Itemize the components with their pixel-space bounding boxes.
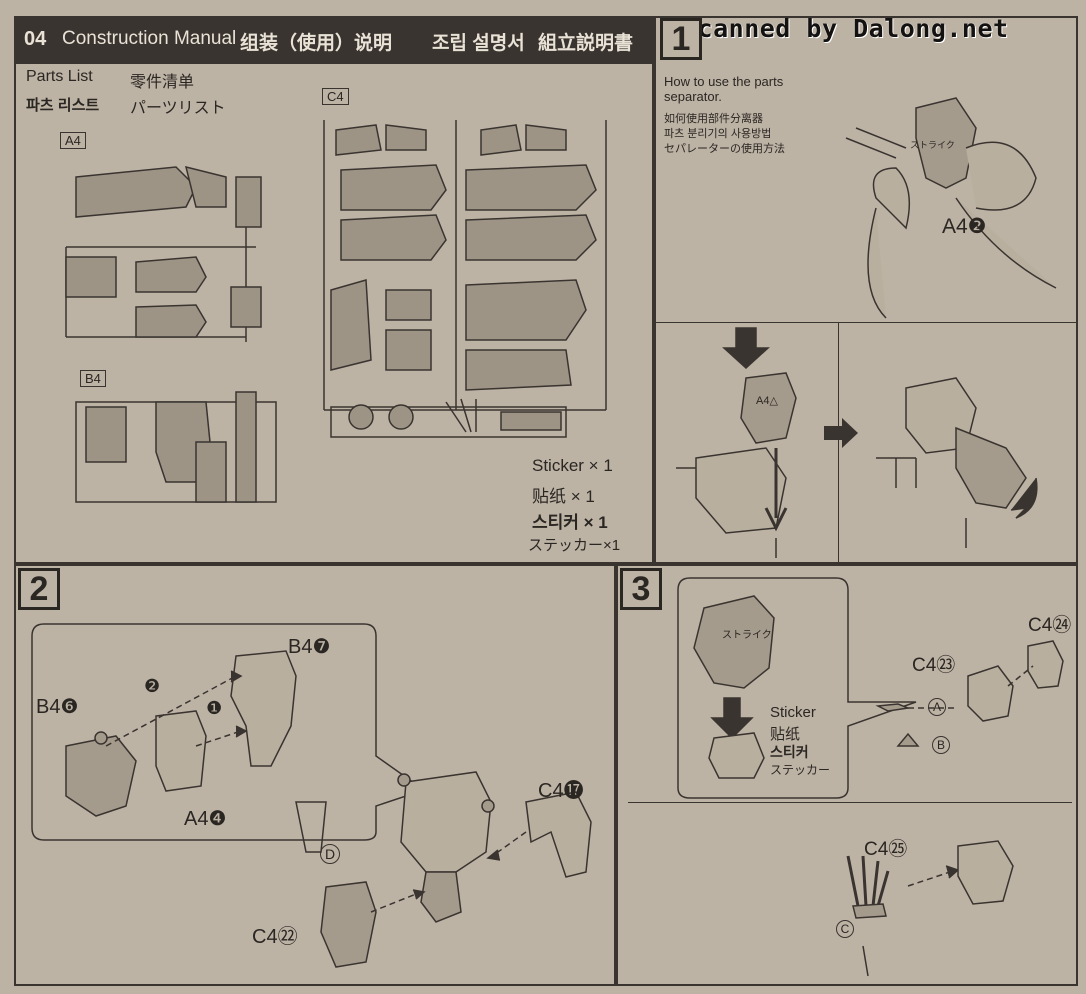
page-number: 04 bbox=[24, 28, 47, 50]
title-en: Construction Manual bbox=[62, 28, 237, 49]
tool-brand-text: ストライク bbox=[910, 140, 955, 150]
runner-label-c4: C4 bbox=[322, 88, 349, 105]
parts-list-panel: Parts List 零件清单 파츠 리스트 パーツリスト A4 B4 C4 bbox=[14, 62, 654, 564]
parts-list-label-kr: 파츠 리스트 bbox=[26, 97, 100, 114]
step3-divider bbox=[628, 802, 1072, 803]
title-kr: 조립 설명서 bbox=[432, 33, 525, 54]
step2-number: 2 bbox=[18, 568, 60, 610]
scanner-credit: Scanned by Dalong.net bbox=[682, 14, 1009, 43]
manual-header: 04 Construction Manual 组装（使用）说明 조립 설명서 組… bbox=[14, 16, 654, 64]
separator-press-illustration bbox=[676, 327, 797, 558]
sticker-count-cn: 贴纸 × 1 bbox=[532, 487, 595, 506]
step2-main-assembly-illustration bbox=[295, 771, 592, 968]
runner-a4-drawing bbox=[65, 165, 262, 342]
step3-sticker-apply-illustration bbox=[693, 595, 775, 779]
sticker-count-jp: ステッカー×1 bbox=[528, 537, 621, 554]
parts-list-label-cn: 零件清单 bbox=[130, 74, 195, 91]
step3-callout-bubble bbox=[677, 577, 917, 799]
sticker-count-kr: 스티커 × 1 bbox=[532, 513, 608, 532]
step1-arrow-icon bbox=[824, 418, 858, 448]
runner-b4-drawing bbox=[75, 391, 277, 503]
step3-sticker-cn: 贴纸 bbox=[770, 726, 801, 743]
step1-part-label: A4❷ bbox=[942, 215, 987, 238]
step3-panel: 3 ストライク Sticker 贴纸 스티커 ステッカー bbox=[616, 564, 1078, 986]
step3-number: 3 bbox=[620, 568, 662, 610]
step1-text-jp: セパレーターの使用方法 bbox=[664, 143, 785, 155]
step1-text-kr: 파츠 분리기의 사용방법 bbox=[664, 128, 772, 140]
runner-c4-lower-drawing bbox=[330, 398, 567, 438]
tool-mark-label: A4△ bbox=[756, 395, 778, 407]
step3-tool-brand: ストライク bbox=[722, 630, 772, 641]
step2-subassembly-illustration bbox=[65, 650, 297, 817]
separator-detached-illustration bbox=[876, 377, 1038, 548]
runner-label-b4: B4 bbox=[80, 370, 106, 387]
step2-panel: 2 B4❼ B4❻ A4❹ ❷ ❶ bbox=[14, 564, 616, 986]
order-badge-2: ❷ bbox=[144, 676, 161, 696]
step3-sticker-en: Sticker bbox=[770, 704, 816, 721]
label-c4-17: C4⓱ bbox=[538, 780, 584, 802]
step1-vertical-divider bbox=[838, 322, 839, 564]
step3-sticker-jp: ステッカー bbox=[770, 763, 831, 777]
step1-text-cn: 如何使用部件分离器 bbox=[664, 113, 763, 125]
marker-b: B bbox=[932, 736, 950, 754]
parts-list-label-en: Parts List bbox=[26, 68, 93, 85]
order-badge-1: ❶ bbox=[206, 698, 223, 718]
runner-label-a4: A4 bbox=[60, 132, 86, 149]
marker-a: A bbox=[928, 698, 946, 716]
separator-hand-illustration bbox=[845, 97, 1057, 319]
label-c4-22: C4㉒ bbox=[252, 926, 298, 948]
label-a4-4: A4❹ bbox=[184, 808, 227, 830]
title-cn: 组装（使用）说明 bbox=[240, 33, 393, 54]
step3-sticker-kr: 스티커 bbox=[770, 744, 809, 760]
step3-antenna-illustration bbox=[846, 840, 1014, 977]
step1-divider bbox=[656, 322, 1076, 323]
title-jp: 組立説明書 bbox=[538, 33, 634, 54]
step3-head-parts-illustration bbox=[875, 640, 1064, 747]
label-c4-25: C4㉕ bbox=[864, 839, 908, 860]
step2-callout-bubble bbox=[31, 623, 426, 841]
label-b4-7: B4❼ bbox=[288, 636, 331, 658]
step1-panel: 1 How to use the parts separator. 如何使用部件… bbox=[654, 16, 1078, 564]
runner-c4-drawing bbox=[323, 120, 607, 411]
parts-list-label-jp: パーツリスト bbox=[130, 100, 226, 117]
marker-c: C bbox=[836, 920, 854, 938]
step1-number: 1 bbox=[660, 18, 702, 60]
marker-d: D bbox=[320, 844, 340, 864]
label-b4-6: B4❻ bbox=[36, 696, 79, 718]
label-c4-23: C4㉓ bbox=[912, 655, 956, 676]
sticker-count-en: Sticker × 1 bbox=[532, 456, 613, 475]
label-c4-24: C4㉔ bbox=[1028, 615, 1072, 636]
step1-text-en: How to use the parts separator. bbox=[664, 74, 784, 104]
